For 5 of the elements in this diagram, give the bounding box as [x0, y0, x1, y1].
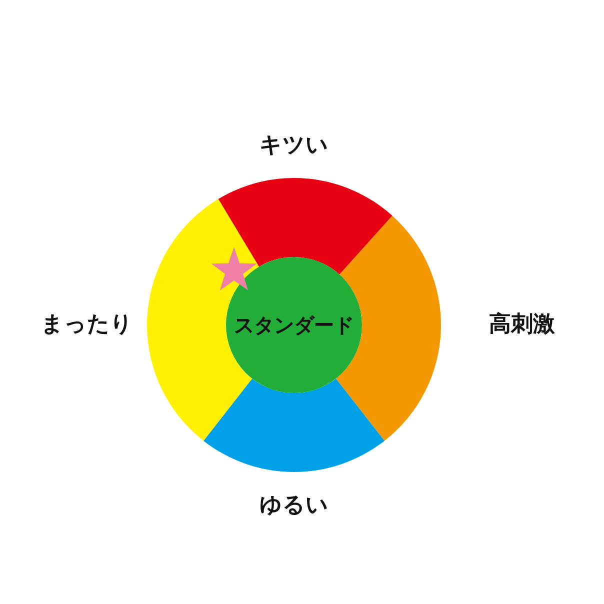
center-label: スタンダード — [234, 315, 354, 335]
segment-label: 高刺激 — [489, 314, 555, 336]
segment-label: キツい — [260, 135, 328, 157]
segment-label: まったり — [41, 314, 133, 336]
segment-label: ゆるい — [260, 495, 328, 517]
